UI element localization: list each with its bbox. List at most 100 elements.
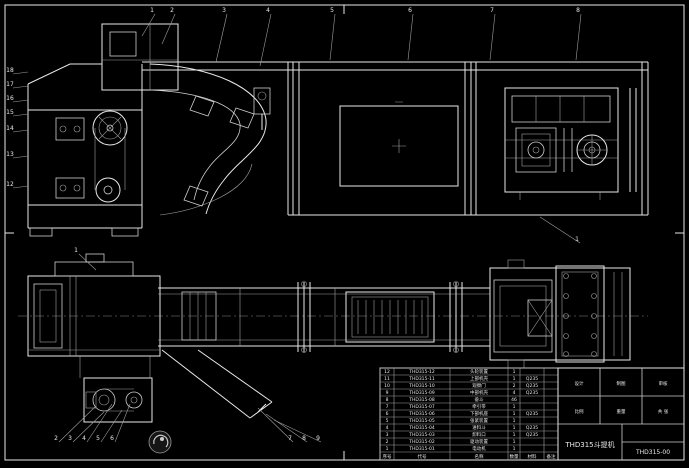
callout-number: 18 xyxy=(6,67,14,74)
motor xyxy=(515,127,557,173)
parts-table-cell: 1 xyxy=(513,404,516,410)
parts-table-header: 数量 xyxy=(510,453,519,460)
parts-table-cell: 1 xyxy=(513,439,516,445)
parts-table-cell: THD315-07 xyxy=(408,404,435,410)
parts-table-cell: THD315-12 xyxy=(408,369,435,375)
parts-table-cell: 4 xyxy=(386,425,389,431)
parts-table-cell: Q235 xyxy=(526,376,538,382)
parts-table-header: 代号 xyxy=(418,453,427,460)
callout-number: 8 xyxy=(302,435,306,442)
parts-table-cell: 1 xyxy=(513,418,516,424)
plan-gearbox xyxy=(79,356,153,423)
title-block: 设计 制图 审核 比例 重量 共 张 THD315斗提机 THD315-00 xyxy=(557,367,685,461)
stamp-logo xyxy=(148,430,172,454)
plan-view xyxy=(18,253,648,423)
callout-number: 16 xyxy=(6,95,14,102)
parts-table-cell: 2 xyxy=(513,383,516,389)
parts-table-cell: 观察门 xyxy=(472,382,486,389)
parts-table-cell: 张紧装置 xyxy=(470,417,488,424)
parts-table-cell: Q235 xyxy=(526,390,538,396)
callout-number: 7 xyxy=(288,435,292,442)
parts-table-cell: 牵引带 xyxy=(472,403,486,410)
parts-table-cell: 2 xyxy=(386,439,389,445)
parts-table-cell: THD315-08 xyxy=(408,397,435,403)
parts-table-cell: 8 xyxy=(386,397,389,403)
title-block-cell: 重量 xyxy=(617,408,626,415)
centering-marks xyxy=(5,5,684,460)
title-block-cell: 设计 xyxy=(575,380,584,387)
callout-number: 2 xyxy=(170,7,174,14)
parts-table-cell: 上部机壳 xyxy=(470,375,488,382)
parts-table-cell: 5 xyxy=(386,418,389,424)
callout-number: 17 xyxy=(6,81,14,88)
parts-table-cell: THD315-01 xyxy=(408,446,435,452)
callout-number: 4 xyxy=(266,7,270,14)
parts-table-cell: 3 xyxy=(386,432,389,438)
parts-table-cell: THD315-05 xyxy=(408,418,435,424)
title-block-cell: 比例 xyxy=(575,408,584,415)
parts-table-cell: 中部机壳 xyxy=(470,389,488,396)
parts-table-cell: Q235 xyxy=(526,432,538,438)
parts-table-cell: 下部机座 xyxy=(470,410,488,417)
parts-table-cell: 9 xyxy=(386,390,389,396)
plan-drive-section xyxy=(489,259,631,369)
drawing-title: THD315斗提机 xyxy=(564,440,614,449)
plan-door-1 xyxy=(181,291,217,341)
middle-casing xyxy=(292,62,472,215)
parts-table-cell: 12 xyxy=(384,369,390,375)
callout-number: 1 xyxy=(575,236,579,243)
parts-table-cell: 10 xyxy=(384,383,390,389)
parts-table-cell: THD315-03 xyxy=(408,432,435,438)
parts-table-cell: THD315-10 xyxy=(408,383,435,389)
callout-number: 3 xyxy=(68,435,72,442)
parts-table-header: 材料 xyxy=(528,453,537,460)
parts-table-cell: 4 xyxy=(513,390,516,396)
parts-table-header: 序号 xyxy=(383,453,392,460)
inspection-door xyxy=(339,105,459,187)
title-block-cell: 共 张 xyxy=(658,408,669,415)
callout-number: 5 xyxy=(96,435,100,442)
parts-table-cell: 电动机 xyxy=(472,445,486,452)
parts-table-cell: 7 xyxy=(386,404,389,410)
parts-table-cell: 1 xyxy=(513,432,516,438)
parts-table-cell: Q235 xyxy=(526,383,538,389)
callout-number: 12 xyxy=(6,181,14,188)
parts-table-cell: 畚斗 xyxy=(475,396,484,403)
bucket-chute-section xyxy=(149,62,289,216)
callout-number: 6 xyxy=(110,435,114,442)
parts-table-cell: Q235 xyxy=(526,425,538,431)
callout-number: 5 xyxy=(330,7,334,14)
parts-table-cell: 1 xyxy=(513,411,516,417)
drawing-number: THD315-00 xyxy=(635,449,670,456)
parts-table-cell: 11 xyxy=(384,376,390,382)
discharge-chute xyxy=(161,349,273,419)
parts-table-cell: 6 xyxy=(386,411,389,417)
callout-number: 13 xyxy=(6,151,14,158)
title-block-cell: 审核 xyxy=(659,380,668,387)
flange-a xyxy=(297,281,311,353)
parts-table-cell: 1 xyxy=(386,446,389,452)
parts-table-cell: 1 xyxy=(513,425,516,431)
parts-table-cell: 头轮装置 xyxy=(470,368,488,375)
callout-number: 7 xyxy=(490,7,494,14)
parts-table-cell: THD315-02 xyxy=(408,439,435,445)
callout-number: 1 xyxy=(150,7,154,14)
callout-number: 1 xyxy=(74,247,78,254)
flange-b xyxy=(449,281,463,353)
parts-table-cell: Q235 xyxy=(526,411,538,417)
callout-number: 15 xyxy=(6,109,14,116)
title-block-cell: 制图 xyxy=(617,380,626,387)
parts-table-grid xyxy=(379,367,559,460)
callout-number: 2 xyxy=(54,435,58,442)
callout-number: 8 xyxy=(576,7,580,14)
callout-number: 6 xyxy=(408,7,412,14)
parts-table-header: 备注 xyxy=(547,453,556,460)
parts-table-cell: THD315-11 xyxy=(408,376,435,382)
callout-number: 14 xyxy=(6,125,14,132)
parts-table-cell: 1 xyxy=(513,376,516,382)
callout-number: 4 xyxy=(82,435,86,442)
parts-table-cell: 进料斗 xyxy=(472,424,486,431)
